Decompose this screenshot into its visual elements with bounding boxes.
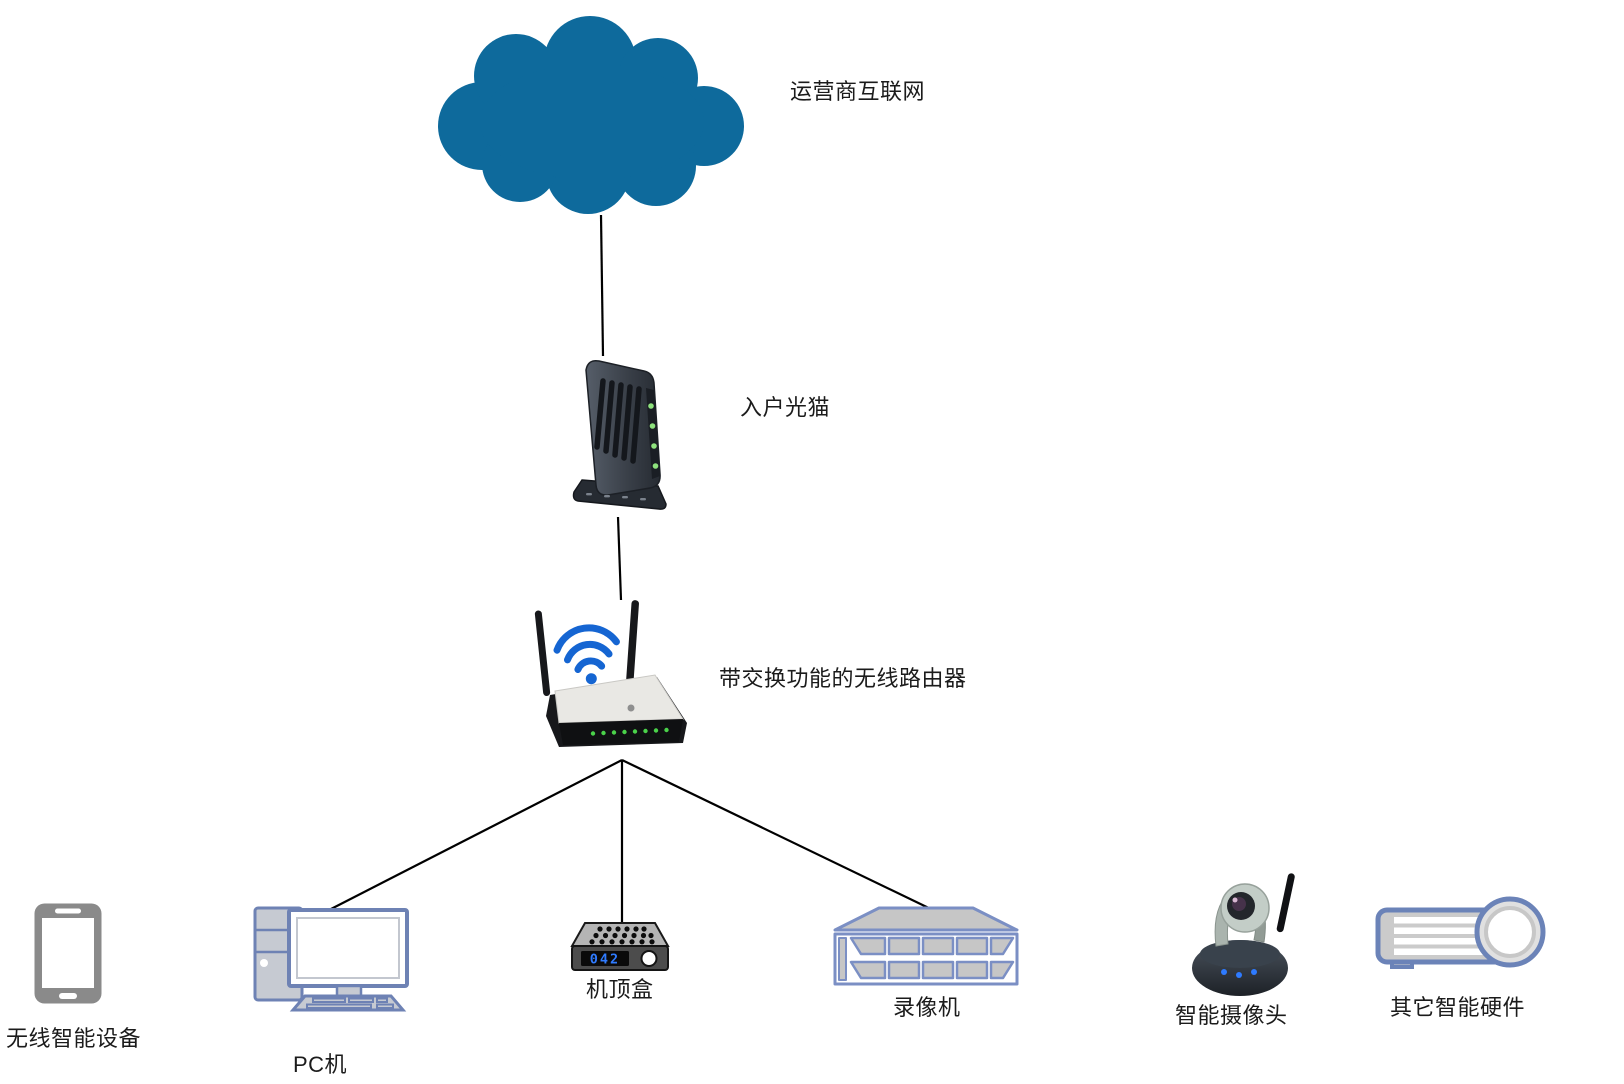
smart-camera-label: 智能摄像头 <box>1175 1003 1288 1028</box>
connector-cloud-modem <box>599 214 605 357</box>
router-antenna-right <box>626 600 639 683</box>
smartphone-icon <box>33 902 103 1005</box>
desktop-pc-icon <box>245 905 410 1013</box>
projector-lens-inner <box>1484 906 1536 958</box>
phone-speaker-slot <box>55 908 81 914</box>
connector-router-pc <box>330 759 623 910</box>
recorder-left-strip <box>838 937 847 981</box>
optical-modem-label: 入户光猫 <box>740 395 831 420</box>
set-top-box-label: 机顶盒 <box>586 977 654 1002</box>
stb-dial-button <box>640 950 658 967</box>
pc-power-button <box>260 959 268 967</box>
connector-modem-router <box>616 516 623 601</box>
optical-modem-icon <box>556 354 680 516</box>
router-port-leds <box>590 727 669 736</box>
router-top-face <box>554 674 684 724</box>
smartphone-label: 无线智能设备 <box>6 1026 142 1051</box>
recorder-label: 录像机 <box>893 995 961 1020</box>
projector-icon <box>1372 880 1550 970</box>
router-front-face <box>559 719 683 745</box>
recorder-slot-row-2 <box>849 960 1015 980</box>
connector-router-recorder <box>621 759 936 912</box>
recorder-icon <box>833 906 1019 988</box>
modem-vent-slots <box>594 378 642 464</box>
wifi-icon <box>553 624 620 685</box>
camera-base-top <box>1200 940 1280 968</box>
stb-display <box>581 951 629 966</box>
modem-base-dots <box>586 493 646 501</box>
recorder-top <box>833 906 1019 932</box>
internet-cloud-icon <box>420 14 750 214</box>
desktop-pc-label: PC机 <box>293 1052 348 1077</box>
set-top-box-icon: 042 <box>570 922 670 972</box>
other-hardware-label: 其它智能硬件 <box>1390 995 1526 1020</box>
wireless-router-label: 带交换功能的无线路由器 <box>719 666 967 691</box>
stb-channel-readout: 042 <box>590 952 620 968</box>
router-antenna-left <box>534 610 551 697</box>
phone-home-button <box>59 993 77 999</box>
router-top-button <box>627 704 635 712</box>
modem-status-leds <box>648 403 659 469</box>
camera-lens-glint <box>1232 897 1238 903</box>
projector-vents <box>1394 917 1490 955</box>
camera-antenna <box>1276 873 1295 933</box>
modem-led-panel <box>646 388 660 479</box>
phone-screen <box>42 918 94 988</box>
stb-vent-dots <box>589 926 655 945</box>
pc-keyboard-keys <box>306 997 394 1009</box>
smart-camera-icon <box>1188 862 1300 998</box>
camera-status-leds <box>1221 969 1257 978</box>
pc-screen <box>296 917 400 979</box>
wireless-router-icon <box>533 588 695 760</box>
internet-cloud-label: 运营商互联网 <box>790 79 926 104</box>
recorder-slot-row-1 <box>849 936 1015 956</box>
